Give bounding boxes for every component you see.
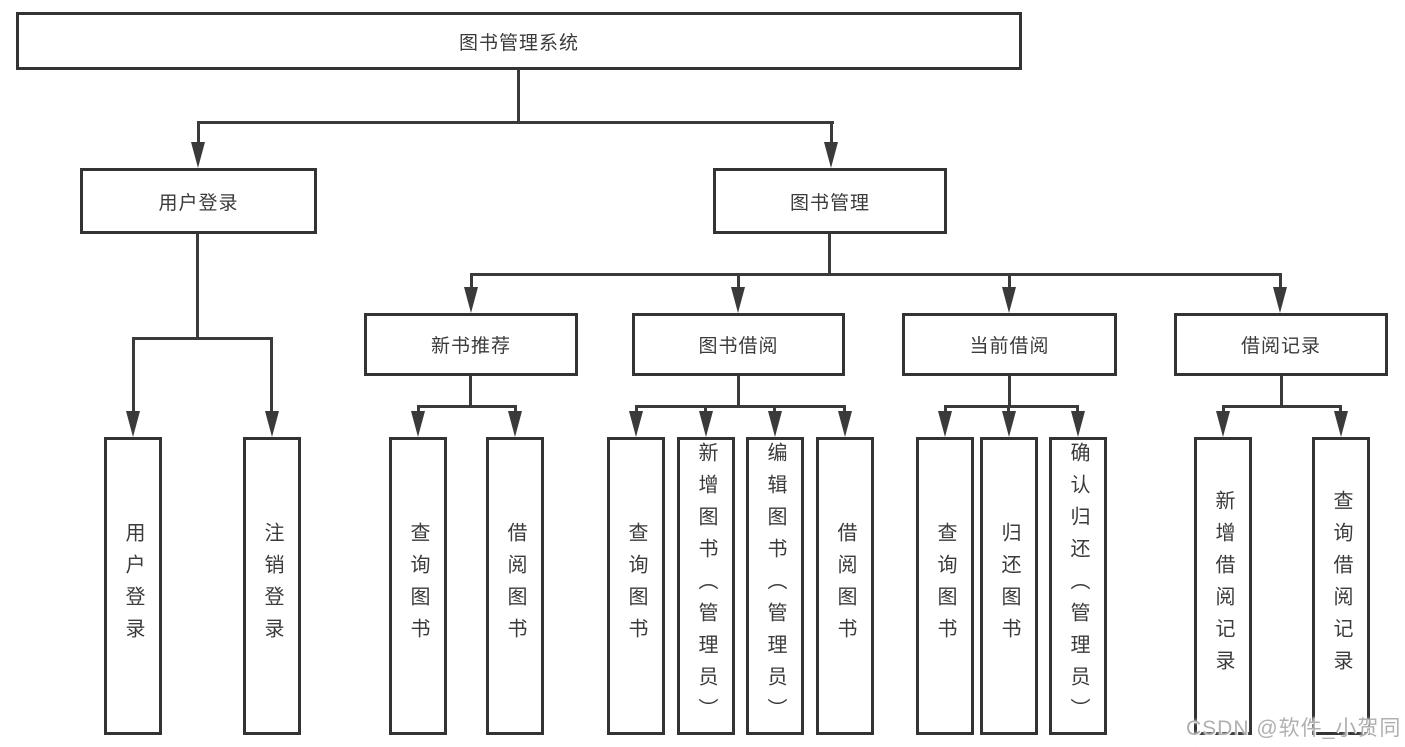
leaf-query-books-3-label: 查询图书 xyxy=(934,522,956,650)
connector-new-books-bus xyxy=(417,405,517,408)
connector-drop xyxy=(1007,405,1010,415)
node-user-login-group: 用户登录 xyxy=(80,168,317,234)
connector-drop xyxy=(635,405,638,415)
leaf-return-books: 归还图书 xyxy=(980,437,1038,735)
connector-book-borrow-stem xyxy=(737,376,740,408)
csdn-watermark: CSDN @软件_小贺同学 xyxy=(1186,717,1402,740)
connector-drop-new-books xyxy=(470,273,473,289)
leaf-confirm-return-admin-label: 确认归还（管理员） xyxy=(1067,442,1089,730)
arrowhead-query-books-3 xyxy=(938,411,952,437)
arrowhead-return-books xyxy=(1002,411,1016,437)
leaf-query-books-1-label: 查询图书 xyxy=(407,522,429,650)
arrowhead-confirm-return xyxy=(1071,411,1085,437)
arrowhead-query-books-1 xyxy=(411,411,425,437)
connector-drop xyxy=(773,405,776,415)
leaf-user-login-label: 用户登录 xyxy=(122,522,144,650)
arrowhead-borrow-books-2 xyxy=(838,411,852,437)
node-current-borrow-label: 当前借阅 xyxy=(969,336,1050,357)
connector-book-borrow-bus xyxy=(635,405,846,408)
leaf-query-books-3: 查询图书 xyxy=(916,437,974,735)
leaf-add-books-admin-label: 新增图书（管理员） xyxy=(695,442,717,730)
arrowhead-add-books xyxy=(699,411,713,437)
arrowhead-user-login xyxy=(191,142,205,168)
connector-drop-current-borrow xyxy=(1008,273,1011,289)
arrowhead-query-record xyxy=(1334,411,1348,437)
connector-user-group-bus xyxy=(132,337,273,340)
connector-drop xyxy=(944,405,947,415)
leaf-query-borrow-record-label: 查询借阅记录 xyxy=(1330,490,1352,682)
leaf-return-books-label: 归还图书 xyxy=(998,522,1020,650)
node-new-books: 新书推荐 xyxy=(364,313,578,376)
node-current-borrow: 当前借阅 xyxy=(902,313,1117,376)
leaf-borrow-books-1: 借阅图书 xyxy=(486,437,544,735)
leaf-confirm-return-admin: 确认归还（管理员） xyxy=(1049,437,1107,735)
leaf-add-books-admin: 新增图书（管理员） xyxy=(677,437,735,735)
leaf-query-books-2: 查询图书 xyxy=(607,437,665,735)
connector-current-borrow-bus xyxy=(944,405,1079,408)
connector-drop-user-login xyxy=(197,121,200,144)
arrowhead-login xyxy=(126,411,140,437)
node-book-mgmt-group-label: 图书管理 xyxy=(789,192,870,214)
leaf-edit-books-admin: 编辑图书（管理员） xyxy=(746,437,804,735)
node-borrow-records: 借阅记录 xyxy=(1174,313,1388,376)
connector-root-stem xyxy=(517,69,520,124)
connector-drop-borrow-records xyxy=(1279,273,1282,289)
connector-book-group-bus xyxy=(470,273,1282,276)
arrowhead-new-books xyxy=(464,287,478,313)
leaf-edit-books-admin-label: 编辑图书（管理员） xyxy=(764,442,786,730)
arrowhead-book-mgmt xyxy=(824,142,838,168)
connector-drop-login xyxy=(132,337,135,413)
node-book-mgmt-group: 图书管理 xyxy=(713,168,947,234)
connector-drop-book-borrow xyxy=(737,273,740,289)
node-book-borrow: 图书借阅 xyxy=(632,313,845,376)
arrowhead-logout xyxy=(265,411,279,437)
connector-drop xyxy=(1339,405,1342,415)
arrowhead-query-books-2 xyxy=(629,411,643,437)
connector-book-group-stem xyxy=(828,234,831,276)
node-user-login-group-label: 用户登录 xyxy=(158,192,239,214)
connector-new-books-stem xyxy=(469,376,472,408)
connector-drop xyxy=(1222,405,1225,415)
leaf-query-books-1: 查询图书 xyxy=(389,437,447,735)
leaf-add-borrow-record: 新增借阅记录 xyxy=(1194,437,1252,735)
arrowhead-book-borrow xyxy=(731,287,745,313)
connector-borrow-records-bus xyxy=(1222,405,1342,408)
connector-drop xyxy=(417,405,420,415)
leaf-add-borrow-record-label: 新增借阅记录 xyxy=(1212,490,1234,682)
connector-drop-book-mgmt xyxy=(830,121,833,144)
arrowhead-borrow-books-1 xyxy=(508,411,522,437)
node-book-borrow-label: 图书借阅 xyxy=(698,336,779,357)
connector-borrow-records-stem xyxy=(1280,376,1283,408)
leaf-borrow-books-2: 借阅图书 xyxy=(816,437,874,735)
node-new-books-label: 新书推荐 xyxy=(430,336,511,357)
leaf-user-login: 用户登录 xyxy=(104,437,162,735)
leaf-borrow-books-1-label: 借阅图书 xyxy=(504,522,526,650)
leaf-query-books-2-label: 查询图书 xyxy=(625,522,647,650)
node-root: 图书管理系统 xyxy=(16,12,1022,70)
arrowhead-current-borrow xyxy=(1002,287,1016,313)
node-borrow-records-label: 借阅记录 xyxy=(1240,336,1321,357)
node-root-label: 图书管理系统 xyxy=(458,32,579,54)
connector-root-bus xyxy=(197,121,834,124)
leaf-query-borrow-record: 查询借阅记录 xyxy=(1312,437,1370,735)
leaf-logout-label: 注销登录 xyxy=(261,522,283,650)
connector-drop xyxy=(1076,405,1079,415)
leaf-logout: 注销登录 xyxy=(243,437,301,735)
arrowhead-add-record xyxy=(1216,411,1230,437)
arrowhead-borrow-records xyxy=(1273,287,1287,313)
connector-drop-logout xyxy=(270,337,273,413)
connector-drop xyxy=(704,405,707,415)
connector-drop xyxy=(843,405,846,415)
connector-user-group-stem xyxy=(196,234,199,340)
connector-current-borrow-stem xyxy=(1008,376,1011,408)
arrowhead-edit-books xyxy=(768,411,782,437)
connector-drop xyxy=(514,405,517,415)
leaf-borrow-books-2-label: 借阅图书 xyxy=(834,522,856,650)
